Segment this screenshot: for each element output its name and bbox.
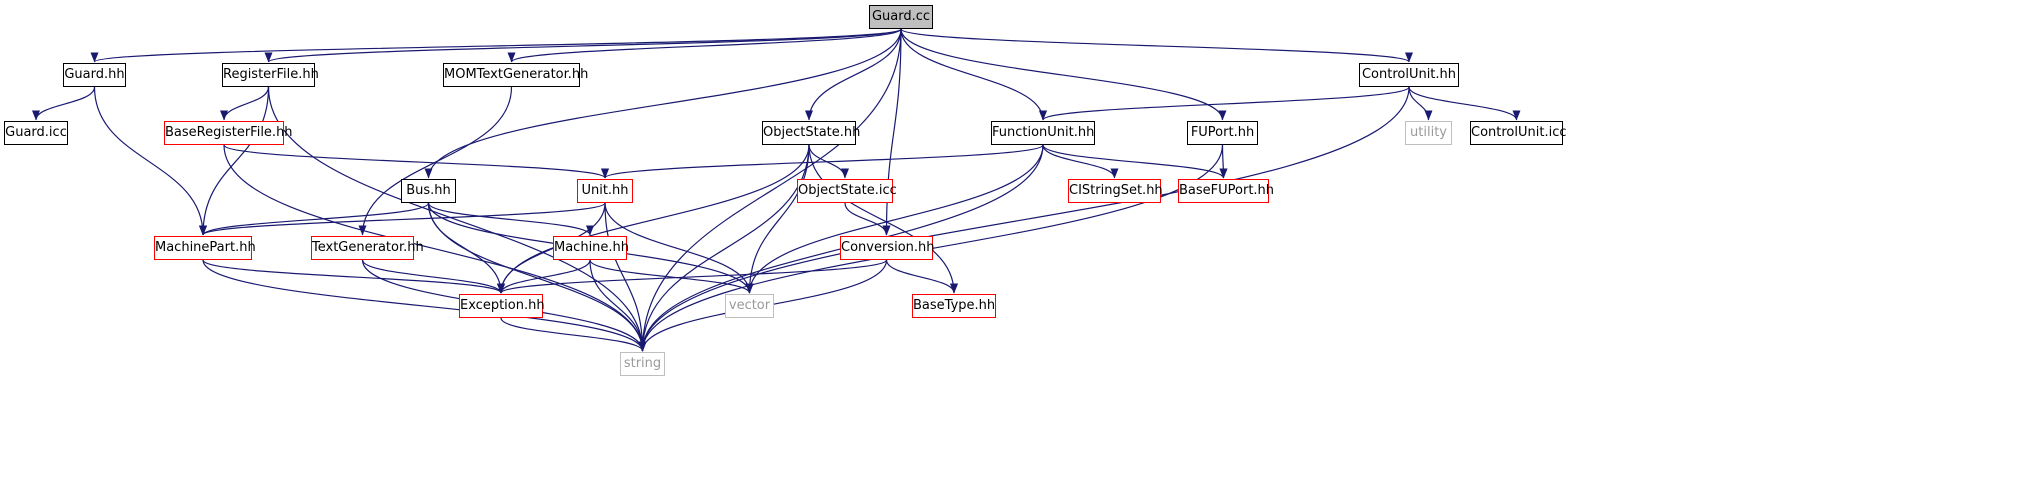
edge-guard_cc-to-string bbox=[638, 28, 902, 352]
node-guard-cc: Guard.cc bbox=[869, 5, 933, 29]
node-conversion-hh[interactable]: Conversion.hh bbox=[840, 236, 935, 260]
edge-guard_cc-to-functionunit_hh bbox=[900, 28, 1047, 121]
edge-objectstate_icc-to-conversion_hh bbox=[844, 202, 891, 236]
edge-objectstate_hh-to-vector bbox=[745, 144, 810, 294]
node-cistringset-hh[interactable]: CIStringSet.hh bbox=[1068, 179, 1163, 203]
edge-unit_hh-to-vector bbox=[604, 202, 754, 294]
node-guard-hh[interactable]: Guard.hh bbox=[63, 63, 126, 87]
edge-objectstate_hh-to-basetype_hh bbox=[808, 144, 958, 294]
node-controlunit-icc[interactable]: ControlUnit.icc bbox=[1470, 121, 1567, 145]
node-basefuport-hh[interactable]: BaseFUPort.hh bbox=[1178, 179, 1274, 203]
edge-registerfile_hh-to-baseregisterfile_hh bbox=[220, 86, 270, 121]
edge-layer bbox=[32, 28, 1521, 352]
edge-functionunit_hh-to-unit_hh bbox=[601, 144, 1044, 179]
edge-momtextgenerator_hh-to-textgenerator_hh bbox=[358, 86, 513, 236]
node-momtextgenerator-hh[interactable]: MOMTextGenerator.hh bbox=[443, 63, 588, 87]
edge-baseregisterfile_hh-to-unit_hh bbox=[223, 144, 609, 179]
edge-guard_cc-to-objectstate_hh bbox=[805, 28, 902, 121]
node-functionunit-hh[interactable]: FunctionUnit.hh bbox=[991, 121, 1095, 145]
edge-exception_hh-to-string bbox=[500, 317, 647, 352]
node-machine-hh[interactable]: Machine.hh bbox=[553, 236, 629, 260]
edge-conversion_hh-to-basetype_hh bbox=[885, 259, 958, 294]
edge-functionunit_hh-to-basefuport_hh bbox=[1042, 144, 1228, 179]
edge-unit_hh-to-string bbox=[604, 202, 647, 352]
edge-baseregisterfile_hh-to-string bbox=[223, 144, 647, 352]
edge-functionunit_hh-to-vector bbox=[745, 144, 1044, 294]
edge-functionunit_hh-to-cistringset_hh bbox=[1042, 144, 1119, 179]
node-controlunit-hh[interactable]: ControlUnit.hh bbox=[1359, 63, 1459, 87]
edge-guard_hh-to-machinepart_hh bbox=[93, 86, 207, 236]
edge-guard_cc-to-fuport_hh bbox=[900, 28, 1227, 121]
node-unit-hh[interactable]: Unit.hh bbox=[577, 179, 633, 203]
edge-conversion_hh-to-exception_hh bbox=[497, 259, 888, 294]
edge-guard_cc-to-registerfile_hh bbox=[264, 28, 902, 63]
edge-controlunit_hh-to-utility bbox=[1408, 86, 1433, 121]
edge-machine_hh-to-vector bbox=[589, 259, 754, 294]
node-machinepart-hh[interactable]: MachinePart.hh bbox=[154, 236, 256, 260]
edge-controlunit_hh-to-functionunit_hh bbox=[1039, 86, 1410, 121]
edge-bus_hh-to-machinepart_hh bbox=[199, 202, 430, 236]
edge-machine_hh-to-string bbox=[589, 259, 647, 352]
edge-machinepart_hh-to-string bbox=[202, 259, 647, 352]
node-bus-hh[interactable]: Bus.hh bbox=[401, 179, 456, 203]
edge-textgenerator_hh-to-exception_hh bbox=[361, 259, 505, 294]
edge-guard_cc-to-guard_hh bbox=[90, 28, 902, 63]
edge-controlunit_hh-to-string bbox=[638, 86, 1410, 352]
node-textgenerator-hh[interactable]: TextGenerator.hh bbox=[311, 236, 424, 260]
node-registerfile-hh[interactable]: RegisterFile.hh bbox=[222, 63, 319, 87]
edge-guard_cc-to-momtextgenerator_hh bbox=[507, 28, 902, 63]
edge-guard_hh-to-guard_icc bbox=[32, 86, 96, 121]
edge-unit_hh-to-machinepart_hh bbox=[199, 202, 606, 236]
node-exception-hh[interactable]: Exception.hh bbox=[459, 294, 545, 318]
edge-registerfile_hh-to-machinepart_hh bbox=[199, 86, 270, 236]
node-objectstate-hh[interactable]: ObjectState.hh bbox=[762, 121, 860, 145]
edge-registerfile_hh-to-string bbox=[267, 86, 647, 352]
node-basetype-hh[interactable]: BaseType.hh bbox=[912, 294, 996, 318]
node-guard-icc[interactable]: Guard.icc bbox=[4, 121, 68, 145]
node-fuport-hh[interactable]: FUPort.hh bbox=[1187, 121, 1258, 145]
edge-guard_cc-to-bus_hh bbox=[424, 28, 902, 179]
edge-bus_hh-to-machine_hh bbox=[427, 202, 594, 236]
edge-controlunit_hh-to-controlunit_icc bbox=[1408, 86, 1521, 121]
node-baseregisterfile-hh[interactable]: BaseRegisterFile.hh bbox=[164, 121, 293, 145]
edge-bus_hh-to-string bbox=[427, 202, 647, 352]
edge-machinepart_hh-to-exception_hh bbox=[202, 259, 505, 294]
node-vector: vector bbox=[725, 294, 774, 318]
node-string: string bbox=[620, 352, 665, 376]
node-utility: utility bbox=[1405, 121, 1452, 145]
node-objectstate-icc[interactable]: ObjectState.icc bbox=[797, 179, 897, 203]
edge-guard_cc-to-controlunit_hh bbox=[900, 28, 1413, 63]
